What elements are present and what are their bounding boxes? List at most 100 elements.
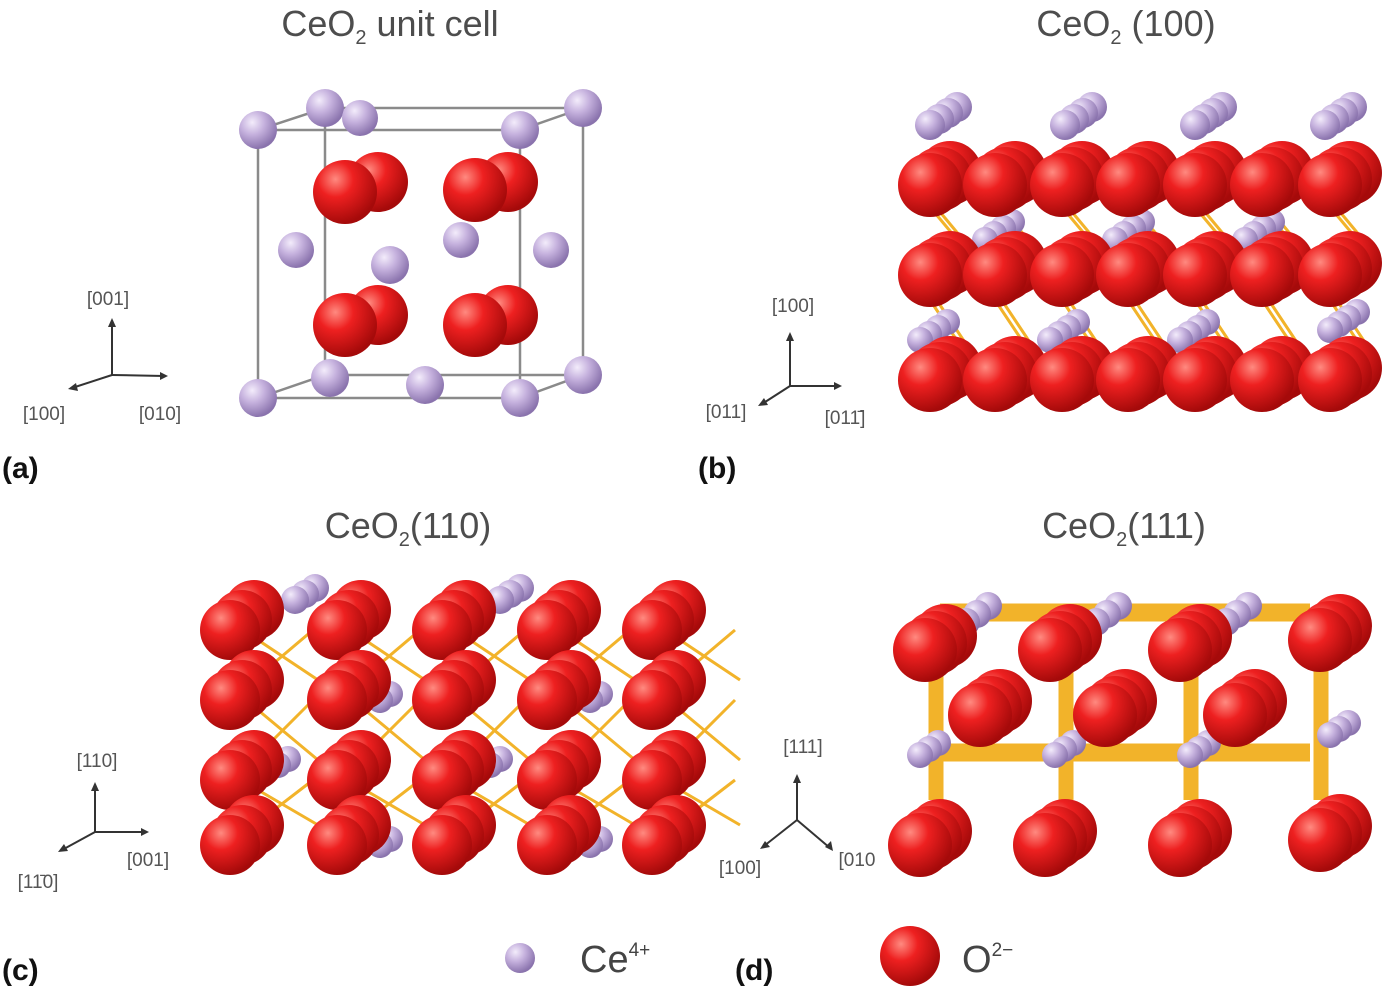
o-atom — [1230, 243, 1294, 307]
ce-atom — [1050, 110, 1080, 140]
ce-atom — [311, 359, 349, 397]
panel-c-title: CeO2(110) — [325, 505, 492, 551]
ce-atom — [907, 742, 933, 768]
ce-atom — [1042, 742, 1068, 768]
panel-a-title: CeO2 unit cell — [281, 3, 498, 49]
o-atom — [963, 348, 1027, 412]
ce-atom — [342, 100, 378, 136]
bond — [574, 788, 636, 827]
ce-atom — [239, 111, 277, 149]
ceo2-100-surface-model — [898, 92, 1382, 412]
bond — [364, 788, 426, 827]
o-atom — [1096, 348, 1160, 412]
panel-b-label: (b) — [698, 452, 736, 485]
o-atom — [888, 813, 952, 877]
ce-atom — [501, 111, 539, 149]
ce-atom — [533, 232, 569, 268]
o-legend-label: O2− — [962, 939, 1013, 981]
bond — [469, 788, 531, 827]
panel-c-axes: [110] [11̄0] [001] — [18, 751, 170, 893]
ce-legend-swatch — [505, 943, 535, 973]
ce-atom — [443, 222, 479, 258]
o-atom — [948, 683, 1012, 747]
panel-b-axes: [100] [011] [011̄] — [706, 296, 866, 429]
o-atom — [963, 153, 1027, 217]
o-atom — [200, 815, 260, 875]
o-atom — [1073, 683, 1137, 747]
o-atom — [443, 293, 507, 357]
o-atom — [1163, 153, 1227, 217]
o-atom — [307, 600, 367, 660]
o-atom — [1013, 813, 1077, 877]
panel-c-label: (c) — [2, 954, 39, 987]
axis-label: [010 — [839, 850, 876, 871]
bond — [469, 638, 531, 682]
o-atom — [1096, 243, 1160, 307]
ce-atom — [1167, 327, 1193, 353]
o-atom — [622, 750, 682, 810]
o-atom — [313, 160, 377, 224]
ce-atom — [278, 232, 314, 268]
o-atom — [1298, 243, 1362, 307]
o-atom — [307, 750, 367, 810]
legend: Ce4+ O2− — [505, 926, 1013, 986]
ce-atom — [281, 586, 309, 614]
o-atom — [517, 600, 577, 660]
ce-atom — [1317, 317, 1343, 343]
panel-d-title: CeO2(111) — [1042, 505, 1206, 551]
o-legend-swatch — [880, 926, 940, 986]
ce-atom — [564, 356, 602, 394]
axis-label: [010] — [139, 404, 181, 425]
ce-atom — [1180, 110, 1210, 140]
o-atom — [307, 815, 367, 875]
ce-atom — [406, 366, 444, 404]
axis-label: [001] — [127, 850, 169, 871]
o-atom — [412, 750, 472, 810]
ce-atom — [306, 89, 344, 127]
o-atom — [412, 815, 472, 875]
o-atom — [1163, 348, 1227, 412]
o-atom — [1230, 348, 1294, 412]
ceo2-111-surface-model — [888, 592, 1372, 877]
axis-label: [100] — [719, 858, 761, 879]
bond — [679, 788, 741, 827]
o-atom — [898, 243, 962, 307]
o-atom — [898, 348, 962, 412]
o-atom — [443, 158, 507, 222]
o-atom — [963, 243, 1027, 307]
ce-legend-label: Ce4+ — [580, 939, 650, 981]
bond — [574, 708, 636, 762]
ce-atom — [1310, 110, 1340, 140]
bond — [574, 638, 636, 682]
unit-cell-structure — [239, 89, 602, 417]
bond — [364, 638, 426, 682]
o-atom — [517, 815, 577, 875]
ce-atom — [239, 379, 277, 417]
o-atom — [1288, 808, 1352, 872]
ce-atom — [915, 110, 945, 140]
bond — [257, 788, 319, 827]
ce-atom — [501, 379, 539, 417]
o-atom — [898, 153, 962, 217]
o-atom — [412, 600, 472, 660]
o-atom — [622, 600, 682, 660]
o-atom — [893, 618, 957, 682]
panel-d-axes: [111] [100] [010 — [719, 737, 876, 879]
axis-label: [110] — [77, 751, 118, 772]
o-atom — [1030, 348, 1094, 412]
axis-label: [011] — [706, 402, 747, 423]
ce-atom — [1317, 722, 1343, 748]
o-atom — [200, 750, 260, 810]
o-atom — [1148, 813, 1212, 877]
o-atom — [1018, 618, 1082, 682]
o-atom — [622, 670, 682, 730]
o-atom — [200, 670, 260, 730]
o-atom — [517, 750, 577, 810]
o-atom — [313, 293, 377, 357]
o-atom — [1096, 153, 1160, 217]
o-atom — [307, 670, 367, 730]
ce-atom — [371, 246, 409, 284]
o-atom — [1230, 153, 1294, 217]
o-atom — [1163, 243, 1227, 307]
